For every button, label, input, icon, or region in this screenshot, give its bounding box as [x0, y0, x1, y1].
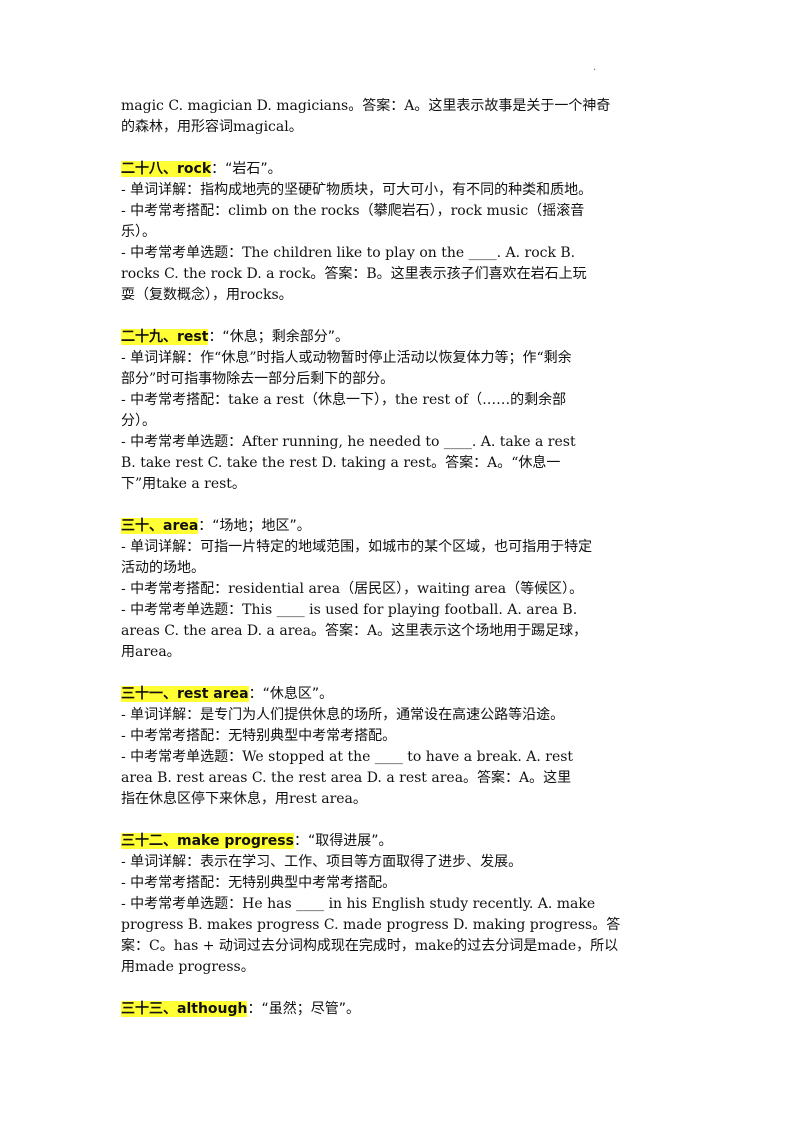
vocab-heading: 二十九、rest：“休息；剩余部分”。: [121, 327, 683, 348]
vocab-detail-line: - 单词详解：作“休息”时指人或动物暂时停止活动以恢复体力等；作“剩余: [121, 350, 572, 366]
vocab-heading: 三十一、rest area：“休息区”。: [121, 684, 683, 705]
vocab-detail-line: - 中考常考搭配：take a rest（休息一下），the rest of（……: [121, 392, 567, 408]
document-body: magic C. magician D. magicians。答案：A。这里表示…: [121, 96, 683, 1020]
vocab-meaning: ：“虽然；尽管”。: [247, 1001, 360, 1017]
vocab-meaning: ：“休息；剩余部分”。: [208, 329, 349, 345]
vocab-section-31: 三十一、rest area：“休息区”。 - 单词详解：是专门为人们提供休息的场所…: [121, 684, 683, 810]
intro-line: 的森林，用形容词magical。: [121, 119, 303, 135]
vocab-detail-line: 案：C。has + 动词过去分词构成现在完成时，make的过去分词是made，所…: [121, 938, 619, 954]
vocab-section-33: 三十三、although：“虽然；尽管”。: [121, 999, 683, 1020]
vocab-detail-line: 活动的场地。: [121, 560, 205, 576]
vocab-detail-line: - 中考常考搭配：无特别典型中考常考搭配。: [121, 875, 397, 891]
vocab-term-highlight: 二十九、rest: [121, 329, 209, 345]
vocab-detail-line: - 中考常考单选题：This ____ is used for playing …: [121, 602, 578, 618]
vocab-detail-line: 乐）。: [121, 224, 156, 240]
section-gap: [121, 810, 683, 831]
vocab-detail-line: - 单词详解：可指一片特定的地域范围，如城市的某个区域，也可指用于特定: [121, 539, 593, 555]
vocab-detail-line: - 中考常考单选题：The children like to play on t…: [121, 245, 576, 261]
vocab-detail-line: 用made progress。: [121, 959, 255, 975]
vocab-term-highlight: 二十八、rock: [121, 161, 212, 177]
vocab-detail-line: - 单词详解：表示在学习、工作、项目等方面取得了进步、发展。: [121, 854, 523, 870]
corner-mark: .: [593, 62, 597, 73]
vocab-detail-line: - 中考常考搭配：无特别典型中考常考搭配。: [121, 728, 397, 744]
vocab-detail-line: 分）。: [121, 413, 156, 429]
vocab-detail-line: - 中考常考搭配：climb on the rocks（攀爬岩石），rock m…: [121, 203, 585, 219]
section-gap: [121, 663, 683, 684]
vocab-detail-line: progress B. makes progress C. made progr…: [121, 917, 621, 933]
section-gap: [121, 495, 683, 516]
vocab-detail-line: area B. rest areas C. the rest area D. a…: [121, 770, 572, 786]
vocab-detail-line: 下”用take a rest。: [121, 476, 246, 492]
vocab-heading: 二十八、rock：“岩石”。: [121, 159, 683, 180]
vocab-heading: 三十、area：“场地；地区”。: [121, 516, 683, 537]
vocab-detail-line: areas C. the area D. a area。答案：A。这里表示这个场…: [121, 623, 588, 639]
vocab-section-32: 三十二、make progress：“取得进展”。 - 单词详解：表示在学习、工作…: [121, 831, 683, 978]
vocab-heading: 三十二、make progress：“取得进展”。: [121, 831, 683, 852]
vocab-detail-line: 用area。: [121, 644, 181, 660]
vocab-term-highlight: 三十一、rest area: [121, 686, 249, 702]
vocab-detail-line: rocks C. the rock D. a rock。答案：B。这里表示孩子们…: [121, 266, 587, 282]
vocab-heading: 三十三、although：“虽然；尽管”。: [121, 999, 683, 1020]
vocab-detail-line: - 中考常考单选题：After running, he needed to __…: [121, 434, 576, 450]
vocab-detail-line: 耍（复数概念），用rocks。: [121, 287, 293, 303]
section-gap: [121, 978, 683, 999]
vocab-detail-line: - 中考常考搭配：residential area（居民区），waiting a…: [121, 581, 584, 597]
vocab-detail-line: - 中考常考单选题：He has ____ in his English stu…: [121, 896, 596, 912]
vocab-term-highlight: 三十、area: [121, 518, 199, 534]
vocab-detail-line: - 中考常考单选题：We stopped at the ____ to have…: [121, 749, 574, 765]
vocab-meaning: ：“休息区”。: [248, 686, 334, 702]
intro-line: magic C. magician D. magicians。答案：A。这里表示…: [121, 98, 611, 114]
vocab-term-highlight: 三十三、although: [121, 1001, 248, 1017]
vocab-section-30: 三十、area：“场地；地区”。 - 单词详解：可指一片特定的地域范围，如城市的某…: [121, 516, 683, 663]
vocab-detail-line: - 单词详解：指构成地壳的坚硬矿物质块，可大可小，有不同的种类和质地。: [121, 182, 593, 198]
vocab-detail-line: B. take rest C. take the rest D. taking …: [121, 455, 561, 471]
vocab-section-29: 二十九、rest：“休息；剩余部分”。 - 单词详解：作“休息”时指人或动物暂时停…: [121, 327, 683, 495]
vocab-detail-line: 指在休息区停下来休息，用rest area。: [121, 791, 367, 807]
vocab-meaning: ：“取得进展”。: [293, 833, 393, 849]
vocab-detail-line: - 单词详解：是专门为人们提供休息的场所，通常设在高速公路等沿途。: [121, 707, 565, 723]
vocab-meaning: ：“岩石”。: [211, 161, 282, 177]
vocab-section-28: 二十八、rock：“岩石”。 - 单词详解：指构成地壳的坚硬矿物质块，可大可小，有…: [121, 159, 683, 306]
section-gap: [121, 138, 683, 159]
section-gap: [121, 306, 683, 327]
vocab-detail-line: 部分”时可指事物除去一部分后剩下的部分。: [121, 371, 395, 387]
vocab-meaning: ：“场地；地区”。: [198, 518, 311, 534]
vocab-term-highlight: 三十二、make progress: [121, 833, 294, 849]
